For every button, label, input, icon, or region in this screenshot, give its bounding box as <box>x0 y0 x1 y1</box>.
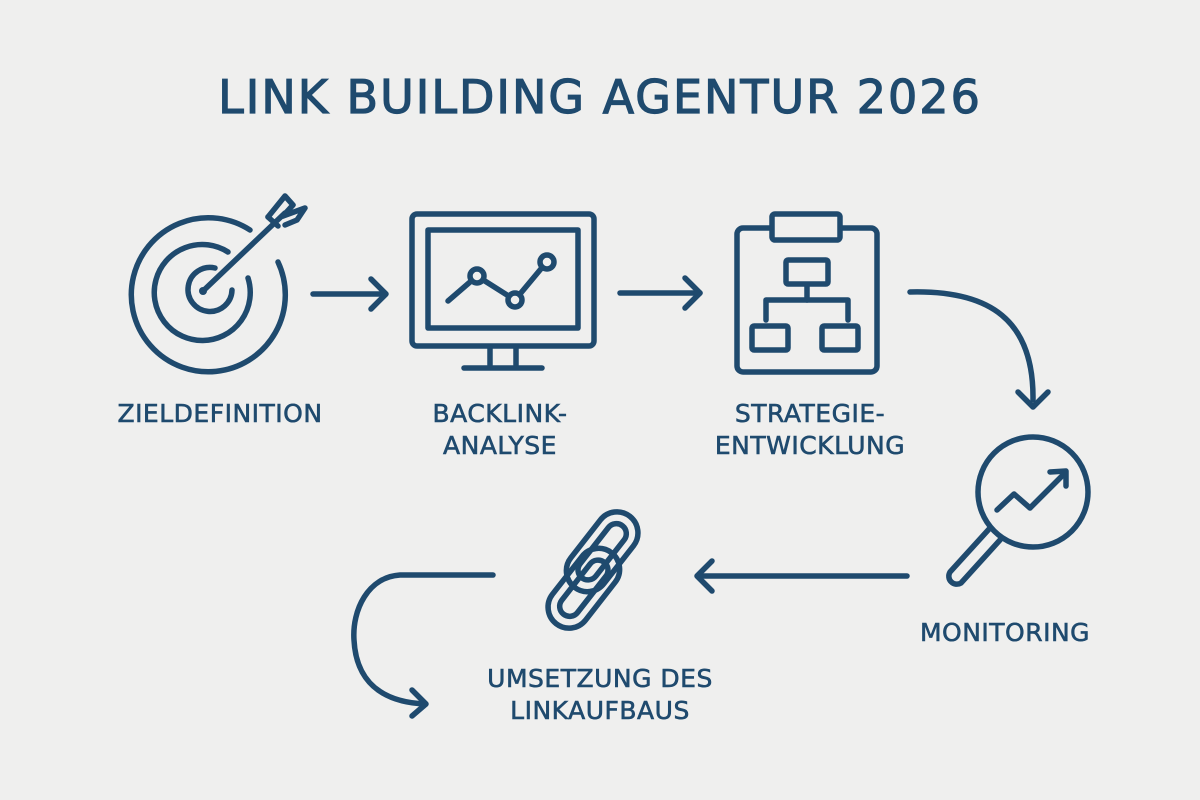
arrow-right-2 <box>617 275 703 311</box>
label-line: BACKLINK- <box>432 399 568 429</box>
step-label-zieldefinition: ZIELDEFINITION <box>95 398 345 430</box>
step-label-monitoring: MONITORING <box>900 617 1110 649</box>
step-label-umsetzung: UMSETZUNG DES LINKAUFBAUS <box>450 663 750 727</box>
magnifier-trend-icon <box>946 434 1091 587</box>
diagram-title: LINK BUILDING AGENTUR 2026 <box>218 69 982 124</box>
label-line: STRATEGIE- <box>734 399 886 429</box>
arrow-curve-down <box>907 289 1051 410</box>
label-line: ENTWICKLUNG <box>714 431 906 461</box>
chain-link-icon <box>545 509 641 631</box>
step-label-backlink-analyse: BACKLINK- ANALYSE <box>400 398 600 462</box>
step-label-strategieentwicklung: STRATEGIE- ENTWICKLUNG <box>690 398 930 462</box>
arrow-left <box>694 558 910 594</box>
org-chart-clipboard-icon <box>734 211 880 375</box>
label-line: ZIELDEFINITION <box>117 399 323 429</box>
monitor-chart-icon <box>409 211 597 371</box>
label-line: ANALYSE <box>443 431 557 461</box>
label-line: MONITORING <box>919 618 1091 648</box>
arrow-loop <box>351 572 496 719</box>
target-icon <box>128 193 308 375</box>
arrow-right-1 <box>310 276 389 312</box>
label-line: LINKAUFBAUS <box>510 696 690 726</box>
label-line: UMSETZUNG DES <box>487 664 713 694</box>
